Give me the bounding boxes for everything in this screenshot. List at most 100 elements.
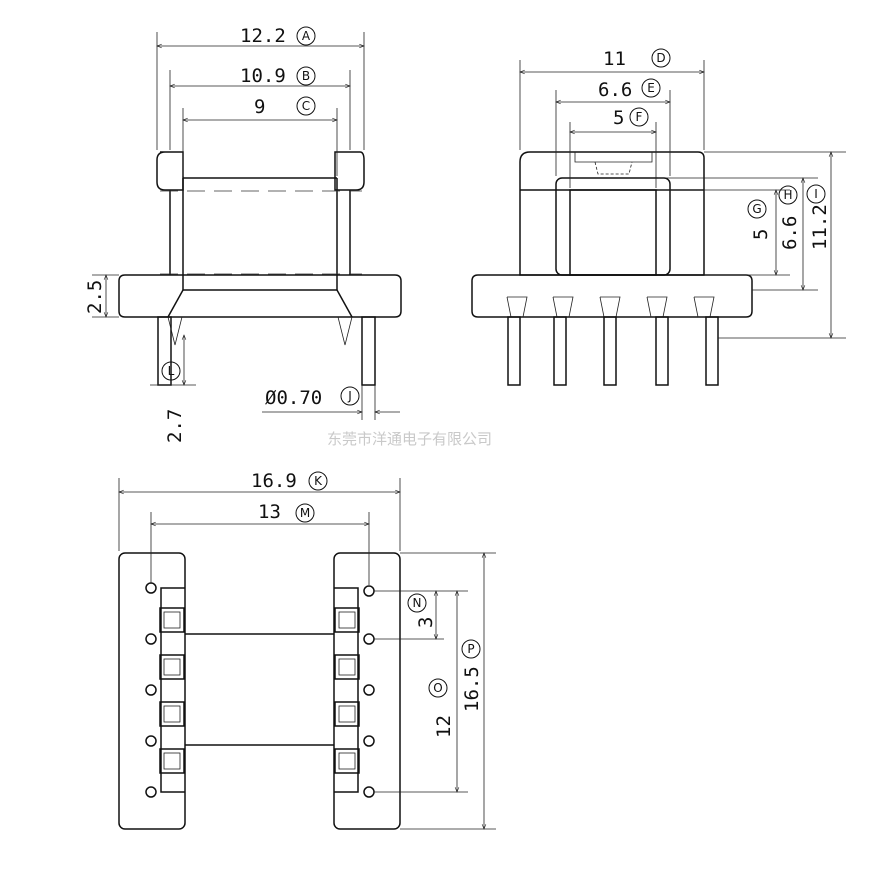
pin-hole (145, 582, 157, 594)
dim-value-k: 16.9 (251, 470, 297, 492)
pin-square-inner (338, 752, 356, 770)
dim-letter-c: C (302, 99, 310, 113)
dim-value-c: 9 (254, 96, 265, 118)
front-base-chamfer (336, 289, 353, 318)
pin-hole (145, 684, 157, 696)
bottom-view: 16.9 K 13 M 3 N 12 O 16.5 P (118, 470, 496, 830)
dim-letter-b: B (302, 69, 310, 83)
dim-value-a: 12.2 (240, 25, 286, 47)
dim-letter-m: M (300, 506, 310, 520)
side-base-plate (471, 274, 753, 318)
dim-letter-i: I (814, 187, 818, 201)
pin-hole (363, 684, 375, 696)
front-base-plate (118, 274, 402, 318)
dim-value-f: 5 (613, 107, 624, 129)
pin-square-inner (338, 705, 356, 723)
pin-square (334, 607, 360, 633)
front-base-chamfer (167, 289, 184, 318)
front-pin (361, 316, 376, 386)
side-pin-slot (646, 296, 668, 318)
pin-square (159, 701, 185, 727)
bottom-rail-left (118, 552, 186, 830)
dim-letter-j: J (347, 389, 352, 403)
dim-letter-d: D (656, 51, 665, 65)
dim-letter-o: O (433, 681, 442, 695)
pin-square (334, 654, 360, 680)
front-pin-taper (337, 316, 353, 346)
side-pin (553, 316, 567, 386)
dim-letter-circle (296, 96, 316, 116)
side-pin-slot (552, 296, 574, 318)
dim-letter-circle (296, 26, 316, 46)
pin-hole (363, 735, 375, 747)
pin-square (334, 748, 360, 774)
dim-letter-circle (295, 503, 315, 523)
dim-letter-circle (340, 386, 360, 406)
dim-letter-e: E (647, 81, 655, 95)
dim-letter-circle (407, 593, 427, 613)
pin-hole (145, 786, 157, 798)
dim-value-e: 6.6 (598, 79, 632, 101)
side-pin (603, 316, 617, 386)
dim-letter-circle (641, 78, 661, 98)
pin-hole (145, 633, 157, 645)
pin-square-inner (163, 658, 181, 676)
dim-letter-circle (308, 471, 328, 491)
pin-square (159, 654, 185, 680)
dim-letter-l: L (168, 364, 175, 378)
dim-letter-f: F (636, 110, 643, 124)
dim-value-n: 3 (415, 617, 437, 628)
dim-letter-n: N (413, 596, 422, 610)
side-core-window-outer (555, 177, 671, 276)
pin-square (159, 748, 185, 774)
dim-value-d: 11 (603, 48, 626, 70)
side-pin (655, 316, 669, 386)
side-core-window-inner (569, 189, 657, 276)
front-top-flange-right (334, 151, 365, 191)
side-pin-slot (599, 296, 621, 318)
company-watermark: 东莞市洋通电子有限公司 (327, 430, 492, 448)
side-pin (705, 316, 719, 386)
side-view: 11 D 6.6 E 5 F 5 G 6.6 H (471, 48, 846, 386)
pin-square-inner (338, 611, 356, 629)
dim-letter-circle (161, 361, 181, 381)
dim-value-base-thickness: 2.5 (84, 280, 106, 314)
side-pin (507, 316, 521, 386)
dim-value-b: 10.9 (240, 65, 286, 87)
dim-letter-circle (461, 639, 481, 659)
pin-square (159, 607, 185, 633)
dim-letter-g: G (752, 202, 761, 216)
pin-hole (363, 585, 375, 597)
pin-square-inner (163, 705, 181, 723)
side-top-notch (574, 152, 653, 163)
pin-square (334, 701, 360, 727)
dim-value-m: 13 (258, 501, 281, 523)
dim-value-j: Ø0.70 (265, 387, 322, 409)
dim-value-g: 5 (750, 229, 772, 240)
front-view: 12.2 A 10.9 B 9 C 2.5 2.7 L Ø0.70 (84, 25, 402, 443)
dim-letter-a: A (302, 29, 311, 43)
bottom-step-left (160, 587, 185, 793)
pin-hole (145, 735, 157, 747)
side-body (519, 151, 705, 276)
bottom-rail-right (333, 552, 401, 830)
dim-value-h: 6.6 (779, 216, 801, 250)
pin-hole (363, 786, 375, 798)
front-pin-taper (167, 316, 183, 346)
dim-letter-circle (296, 66, 316, 86)
bottom-step-right (334, 587, 359, 793)
pin-square-inner (163, 611, 181, 629)
pin-square-inner (163, 752, 181, 770)
dim-value-o: 12 (433, 715, 455, 738)
dim-letter-circle (651, 48, 671, 68)
dim-letter-k: K (314, 474, 323, 488)
dim-value-l: 2.7 (164, 409, 186, 443)
dim-letter-circle (629, 107, 649, 127)
side-pin-slot (693, 296, 715, 318)
side-pin-slot (506, 296, 528, 318)
dim-letter-circle (778, 185, 798, 205)
dim-value-p: 16.5 (461, 666, 483, 712)
side-top-notch-hidden (594, 161, 633, 175)
